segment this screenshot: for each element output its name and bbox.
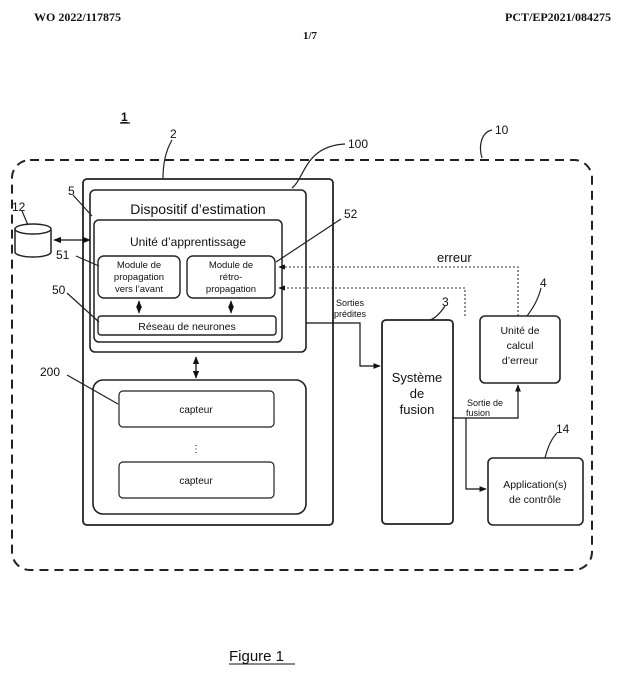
backprop-module-line-1: Module de — [209, 260, 253, 271]
error-feedback-arrow — [278, 264, 519, 316]
fusion-output-line-1: Sortie de — [467, 398, 503, 408]
ref-50: 50 — [52, 283, 66, 297]
forward-module-line-3: vers l’avant — [115, 284, 163, 295]
error-edge-label: erreur — [437, 250, 472, 265]
leader-100 — [291, 143, 346, 189]
system-boundary — [11, 159, 593, 571]
ref-10: 10 — [495, 123, 509, 137]
estimation-device-box — [89, 189, 307, 353]
sensor-bottom-box — [118, 461, 275, 499]
predicted-outputs-line-1: Sorties — [336, 298, 365, 308]
leader-4 — [526, 287, 542, 317]
sensor-ellipsis: ⋮ — [191, 444, 201, 455]
ref-52: 52 — [344, 207, 358, 221]
control-apps-line-1: Application(s) — [503, 479, 567, 491]
fusion-feedback-arrow — [278, 285, 466, 316]
ref-12: 12 — [12, 200, 26, 214]
predicted-outputs-arrow — [306, 322, 381, 369]
fusion-system-box — [381, 319, 454, 525]
ref-5: 5 — [68, 184, 75, 198]
learning-unit-label: Unité d’apprentissage — [130, 235, 246, 249]
ref-3: 3 — [442, 295, 449, 309]
forward-module-line-2: propagation — [114, 272, 164, 283]
leader-200 — [66, 374, 119, 405]
control-apps-line-2: de contrôle — [509, 494, 561, 506]
control-apps-box — [487, 457, 584, 526]
fusion-system-line-1: Système — [392, 370, 443, 385]
application-number: PCT/EP2021/084275 — [504, 10, 611, 24]
fusion-to-error-arrow — [453, 384, 521, 419]
error-unit-line-1: Unité de — [500, 325, 539, 337]
forward-module-box — [97, 255, 181, 299]
error-unit-line-2: calcul — [507, 340, 534, 352]
sensor-bottom-label: capteur — [179, 476, 213, 487]
backprop-module-line-3: propagation — [206, 284, 256, 295]
leader-10 — [479, 129, 493, 159]
forward-module-line-1: Module de — [117, 260, 161, 271]
ref-4: 4 — [540, 276, 547, 290]
leader-52 — [275, 218, 342, 263]
neural-network-box — [97, 315, 277, 336]
fusion-system-line-3: fusion — [400, 402, 435, 417]
ref-100: 100 — [348, 137, 368, 151]
sensor-top-box — [118, 390, 275, 428]
predicted-outputs-line-2: prédites — [334, 309, 367, 319]
ref-14: 14 — [556, 422, 570, 436]
leader-12 — [21, 210, 29, 226]
learning-unit-box — [93, 219, 283, 343]
database-icon — [14, 223, 52, 258]
publication-number: WO 2022/117875 — [34, 10, 122, 24]
leader-14 — [544, 432, 558, 459]
leader-2 — [162, 139, 173, 179]
error-unit-line-3: d’erreur — [502, 355, 539, 367]
sensors-group-box — [92, 379, 307, 515]
leader-3 — [429, 305, 446, 321]
ref-51: 51 — [56, 248, 70, 262]
sensor-top-label: capteur — [179, 405, 213, 416]
fusion-to-apps-arrow — [465, 418, 487, 492]
ref-2: 2 — [170, 127, 177, 141]
device-box — [82, 178, 334, 526]
leader-50 — [66, 292, 100, 323]
fusion-output-line-2: fusion — [466, 408, 490, 418]
leader-51 — [75, 255, 100, 267]
page-indicator: 1/7 — [303, 30, 318, 42]
figure-index-label: 1 — [121, 110, 128, 124]
error-unit-box — [479, 315, 561, 384]
estimation-device-label: Dispositif d’estimation — [130, 201, 265, 217]
backprop-module-line-2: rétro- — [220, 272, 243, 283]
backprop-module-box — [186, 255, 276, 299]
fusion-system-line-2: de — [410, 386, 424, 401]
ref-200: 200 — [40, 365, 60, 379]
figure-caption: Figure 1 — [229, 648, 284, 665]
neural-network-label: Réseau de neurones — [138, 321, 236, 333]
leader-5 — [72, 194, 93, 217]
